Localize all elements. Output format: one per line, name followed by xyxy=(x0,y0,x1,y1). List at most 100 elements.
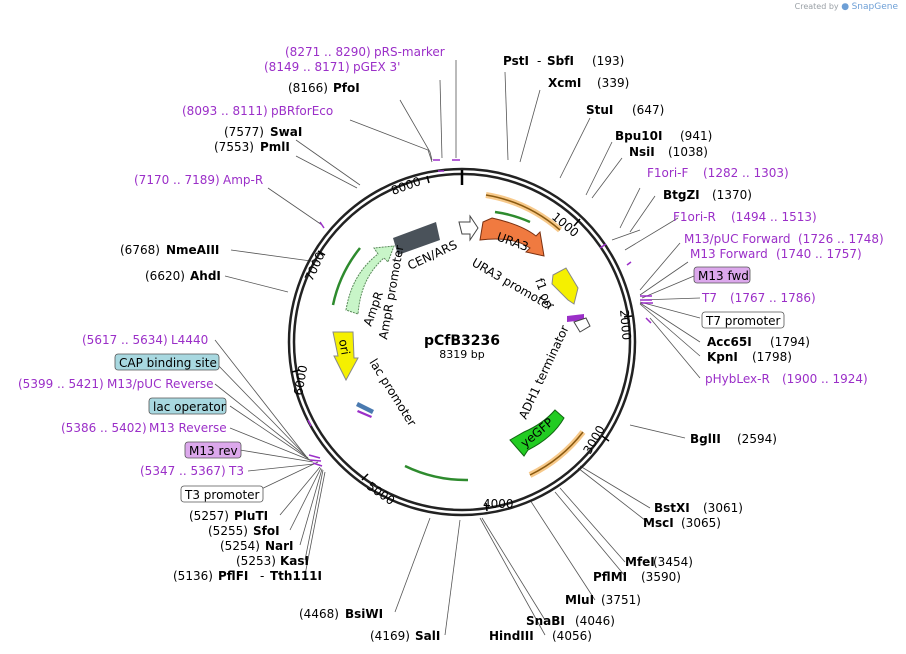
primer-name-m13-rev: M13 Reverse xyxy=(149,421,227,435)
enzyme-pflfi: PflFI xyxy=(218,569,248,583)
primer-range-m13-fwd: (1740 .. 1757) xyxy=(776,247,862,261)
snapgene-logo-icon: ● xyxy=(841,2,850,12)
primer-name-t7: T7 xyxy=(701,291,717,305)
enzyme-pos-pflmi: (3590) xyxy=(641,570,681,584)
enzyme-pos-sali: (4169) xyxy=(370,629,410,643)
cen-ars-arrow xyxy=(458,214,479,242)
tick-2000: 2000 xyxy=(617,309,634,341)
primer-range-phyblex-r: (1900 .. 1924) xyxy=(782,372,868,386)
enzyme-pos-kasi: (5253) xyxy=(236,554,276,568)
enzyme-pos-mfei: (3454) xyxy=(653,555,693,569)
ori-feature xyxy=(332,331,359,382)
tag-lac-operator: lac operator xyxy=(153,400,226,414)
enzyme-pos-ahdi: (6620) xyxy=(145,269,185,283)
enzyme-pos-bsiwi: (4468) xyxy=(299,607,339,621)
tag-box-t7-promoter xyxy=(701,311,785,329)
primer-range-pbrforeco: (8093 .. 8111) xyxy=(182,104,268,118)
enzyme-mlui: MluI xyxy=(565,593,594,607)
enzyme-pos-pluti: (5257) xyxy=(189,509,229,523)
enzyme-ahdi: AhdI xyxy=(190,269,221,283)
enzyme-bpu10i: Bpu10I xyxy=(615,129,662,143)
enzyme-mfei: MfeI xyxy=(625,555,655,569)
cen-ars-feature xyxy=(393,222,440,255)
enzyme-pos-hindiii: (4056) xyxy=(552,629,592,643)
enzyme-pos-pmli: (7553) xyxy=(214,140,254,154)
enzyme-nari: NarI xyxy=(265,539,294,553)
primer-range-f1ori-r: (1494 .. 1513) xyxy=(731,210,817,224)
primer-name-ampr: Amp-R xyxy=(223,173,263,187)
enzyme-pos-psti: (193) xyxy=(592,54,624,68)
enzyme-pfoi: PfoI xyxy=(333,81,360,95)
enzyme-tth111i: Tth111I xyxy=(270,569,322,583)
tick-4000: 4000 xyxy=(483,497,514,511)
adh1-terminator-label: ADH1 terminator xyxy=(516,323,572,421)
primer-name-prs-marker: pRS-marker xyxy=(374,45,445,59)
yegfp-feature xyxy=(509,409,565,457)
primer-name-m13-fwd: M13 Forward xyxy=(690,247,768,261)
enzyme-pflmi: PflMI xyxy=(593,570,627,584)
ori-label: ori xyxy=(336,338,352,356)
enzyme-pmli: PmlI xyxy=(260,140,290,154)
primer-range-l4440: (5617 .. 5634) xyxy=(82,333,168,347)
primer-name-m13puc-rev: M13/pUC Reverse xyxy=(107,377,214,391)
primer-name-phyblex-r: pHybLex-R xyxy=(705,372,770,386)
primer-name-m13puc-fwd: M13/pUC Forward xyxy=(684,232,791,246)
tag-box-cap-binding-site xyxy=(114,353,220,371)
enzyme-pos-nsii: (1038) xyxy=(668,145,708,159)
enzyme-pos-swai: (7577) xyxy=(224,125,264,139)
tag-t7-promoter: T7 promoter xyxy=(705,314,781,328)
enzyme-bglii: BglII xyxy=(690,432,721,446)
enzyme-snabi: SnaBI xyxy=(526,614,565,628)
primer-name-t3: T3 xyxy=(228,464,244,478)
enzyme-sbfi: SbfI xyxy=(547,54,574,68)
promoter-arrow xyxy=(573,317,591,333)
tag-t3-promoter: T3 promoter xyxy=(184,488,260,502)
primer-name-l4440: L4440 xyxy=(171,333,208,347)
enzyme-pos-nari: (5254) xyxy=(220,539,260,553)
orf-arc-green-bottom xyxy=(404,464,469,482)
primer-name-f1ori-r: F1ori-R xyxy=(673,210,716,224)
primer-range-pgex: (8149 .. 8171) xyxy=(264,60,350,74)
primer-range-ampr: (7170 .. 7189) xyxy=(134,173,220,187)
enzyme-pos-sfoi: (5255) xyxy=(208,524,248,538)
enzyme-pos-mlui: (3751) xyxy=(601,593,641,607)
tag-m13-fwd: M13 fwd xyxy=(698,269,749,283)
enzyme-kpni: KpnI xyxy=(707,350,738,364)
tag-m13-rev: M13 rev xyxy=(189,444,238,458)
enzyme-pos-kpni: (1798) xyxy=(752,350,792,364)
plasmid-backbone-outer xyxy=(287,167,637,517)
primer-range-f1ori-f: (1282 .. 1303) xyxy=(703,166,789,180)
enzyme-pos-bglii: (2594) xyxy=(737,432,777,446)
plasmid-name: pCfB3236 xyxy=(424,333,500,349)
primer-labels: (8271 .. 8290) pRS-marker (8149 .. 8171)… xyxy=(18,45,884,478)
enzyme-pos-pfoi: (8166) xyxy=(288,81,328,95)
ampr-feature xyxy=(345,245,395,315)
enzyme-pos-msci: (3065) xyxy=(681,516,721,530)
primer-range-t7: (1767 .. 1786) xyxy=(730,291,816,305)
primer-range-m13-rev: (5386 .. 5402) xyxy=(61,421,147,435)
tag-box-m13-rev xyxy=(184,441,242,459)
tag-box-t3-promoter xyxy=(180,485,264,503)
enzyme-sfoi: SfoI xyxy=(253,524,280,538)
primer-range-m13puc-fwd: (1726 .. 1748) xyxy=(798,232,884,246)
enzyme-pos-bpu10i: (941) xyxy=(680,129,712,143)
enzyme-pos-bstxi: (3061) xyxy=(703,501,743,515)
tick-5000: 5000 xyxy=(364,479,397,508)
primer-name-f1ori-f: F1ori-F xyxy=(647,166,688,180)
primer-range-m13puc-rev: (5399 .. 5421) xyxy=(18,377,104,391)
enzyme-pos-stui: (647) xyxy=(632,103,664,117)
scale-ticks xyxy=(291,175,633,512)
enzyme-pluti: PluTI xyxy=(234,509,268,523)
enzyme-msci: MscI xyxy=(643,516,674,530)
enzyme-nsii: NsiI xyxy=(629,145,655,159)
enzyme-pos-snabi: (4046) xyxy=(575,614,615,628)
enzyme-bstxi: BstXI xyxy=(654,501,690,515)
enzyme-kasi: KasI xyxy=(280,554,309,568)
tag-cap-binding-site: CAP binding site xyxy=(119,356,217,370)
plasmid-size: 8319 bp xyxy=(439,348,484,361)
enzyme-labels: PstI - SbfI (193) XcmI (339) StuI (647) … xyxy=(120,54,810,643)
tick-6000: 6000 xyxy=(291,364,310,397)
enzyme-pos-pflfi: (5136) xyxy=(173,569,213,583)
feature-tags: M13 fwd T7 promoter CAP binding site lac… xyxy=(114,266,785,503)
enzyme-btgzi: BtgZI xyxy=(663,188,700,202)
